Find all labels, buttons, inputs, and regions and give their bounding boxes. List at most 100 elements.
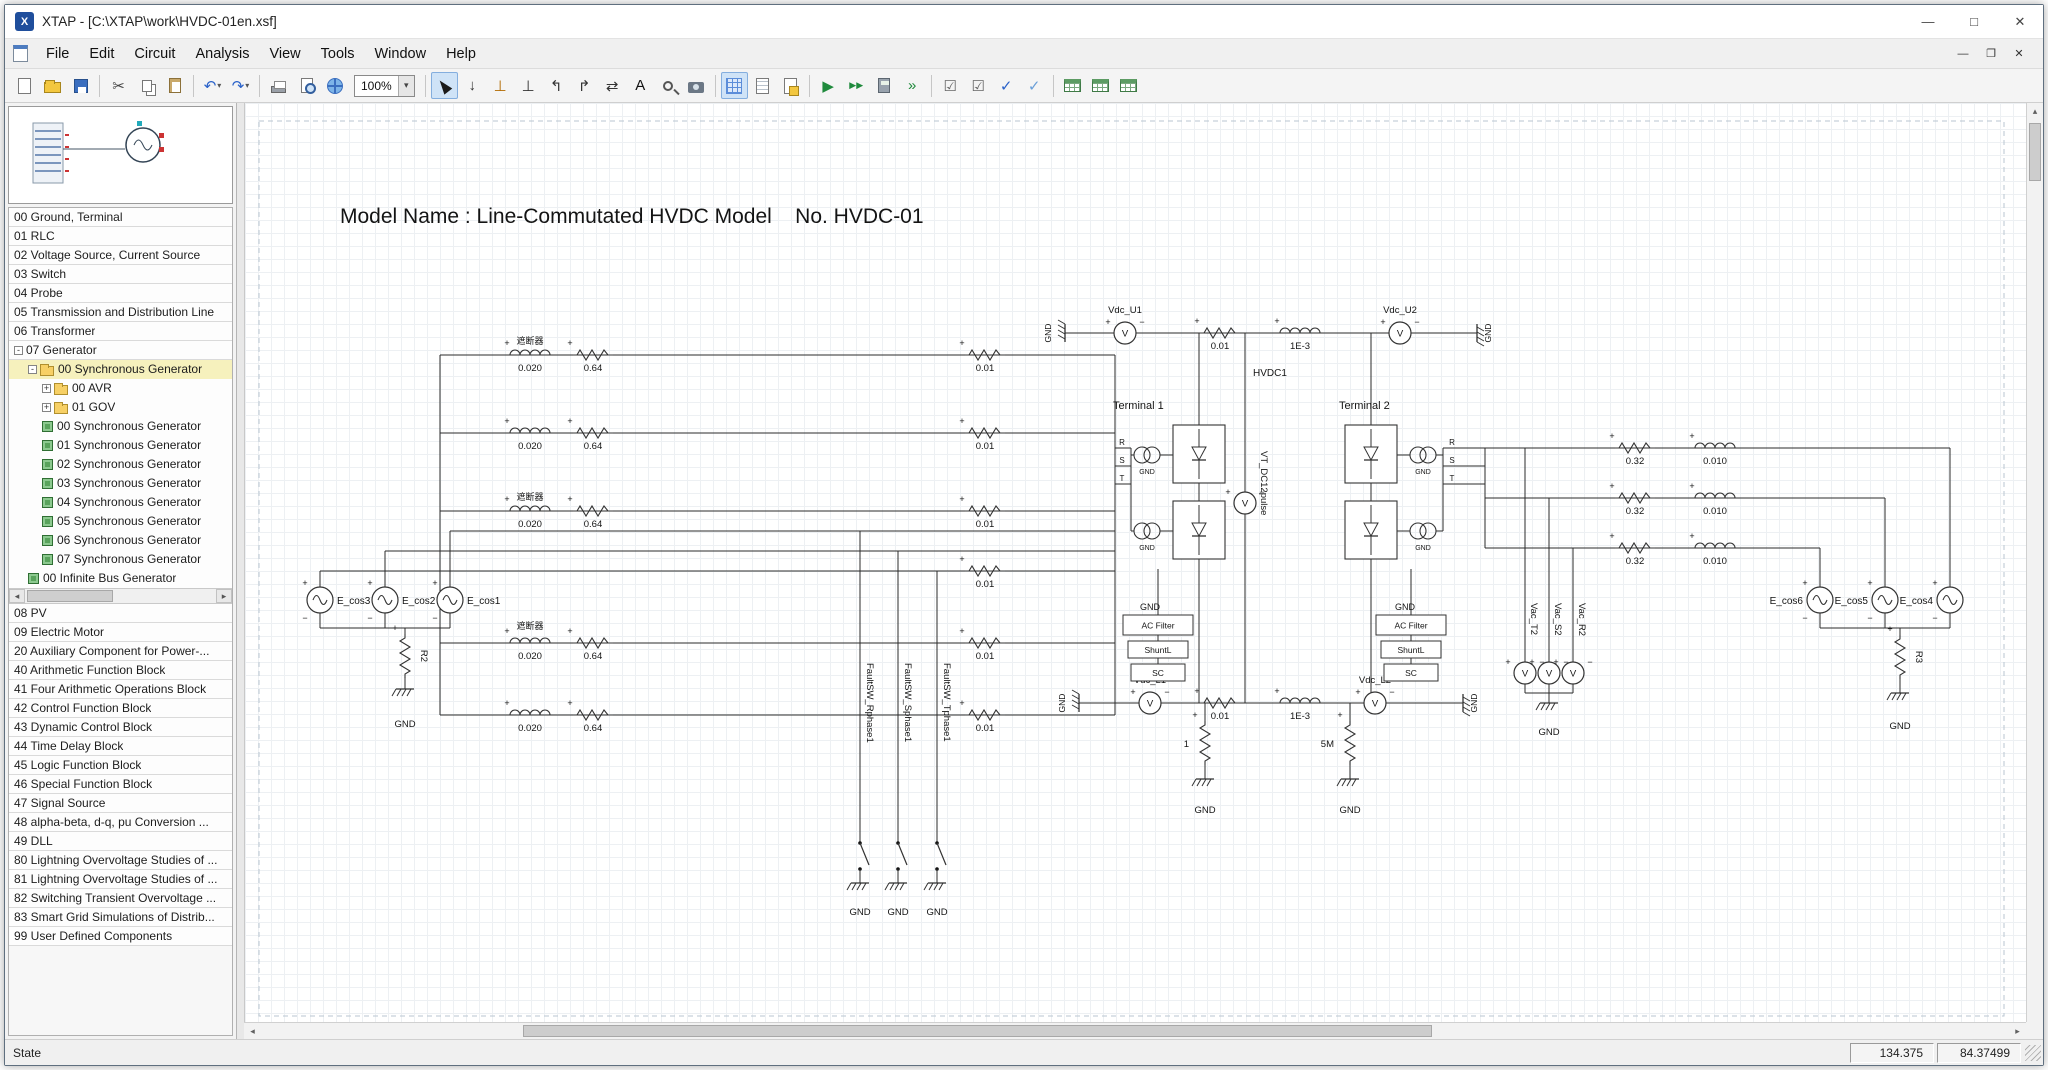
gnd-symbol[interactable] [924,871,946,890]
coil_h-symbol[interactable]: +0.010 [1689,531,1735,567]
res_h-symbol[interactable]: +0.01 [1194,316,1240,352]
maximize-button[interactable]: □ [1951,5,1997,38]
tree-item[interactable]: 05 Transmission and Distribution Line [9,303,232,322]
sw-symbol[interactable] [858,841,869,881]
tree-item[interactable]: 04 Probe [9,284,232,303]
tree-item[interactable]: -07 Generator [9,341,232,360]
vsrc-symbol[interactable]: +−E_cos2 [367,578,435,623]
tree-item[interactable]: 42 Control Function Block [9,699,232,718]
copy-icon[interactable] [133,72,160,99]
check-case-icon[interactable]: ☑ [937,72,964,99]
mdi-restore-button[interactable]: ❐ [1979,44,2003,64]
gnd-symbol[interactable] [1192,767,1214,786]
calc-icon[interactable] [871,72,898,99]
gnd-symbol[interactable] [1465,324,1484,346]
tree-item[interactable]: 46 Special Function Block [9,775,232,794]
zoom-select[interactable]: 100%▾ [354,75,415,97]
sw-symbol[interactable] [935,841,946,881]
xfmr-symbol[interactable] [1410,447,1436,463]
sw-symbol[interactable] [896,841,907,881]
branch-left-tool-icon[interactable]: ↰ [543,72,570,99]
undo-icon[interactable]: ↶▾ [199,72,226,99]
cut-icon[interactable]: ✂ [105,72,132,99]
menu-view[interactable]: View [259,39,310,68]
box-symbol[interactable]: ShuntL [1128,641,1188,658]
tree-item[interactable]: 41 Four Arithmetic Operations Block [9,680,232,699]
box-symbol[interactable]: SC [1131,664,1185,681]
tree-item[interactable]: 01 Synchronous Generator [9,436,232,455]
tree-item[interactable]: 99 User Defined Components [9,927,232,946]
vsrc-symbol[interactable]: +−E_cos6 [1770,578,1833,623]
sidebar-horizontal-scrollbar[interactable]: ◂ ▸ [9,588,232,604]
res_v-symbol[interactable]: + [1192,710,1210,765]
gnd-symbol[interactable] [1058,320,1077,342]
gnd-symbol[interactable] [1887,681,1909,700]
menu-file[interactable]: File [36,39,79,68]
tree-item[interactable]: 83 Smart Grid Simulations of Distrib... [9,908,232,927]
close-button[interactable]: ✕ [1997,5,2043,38]
menu-edit[interactable]: Edit [79,39,124,68]
vscrollbar-thumb[interactable] [2029,123,2041,181]
tree-item[interactable]: 00 Synchronous Generator [9,417,232,436]
tree-item[interactable]: 02 Synchronous Generator [9,455,232,474]
coil_h-symbol[interactable]: +0.020 [504,416,550,452]
text-tool-icon[interactable]: A [627,72,654,99]
grid-toggle-icon[interactable] [721,72,748,99]
tree-item[interactable]: 01 RLC [9,227,232,246]
coil_h-symbol[interactable]: +1E-3 [1274,316,1320,352]
collapse-icon[interactable]: - [14,346,23,355]
search-icon[interactable] [655,72,682,99]
vsrc-symbol[interactable]: +−E_cos5 [1835,578,1898,623]
sheet-icon[interactable] [749,72,776,99]
tree-item[interactable]: 03 Synchronous Generator [9,474,232,493]
bridge-symbol[interactable] [1345,425,1397,483]
collapse-icon[interactable]: - [28,365,37,374]
res_v-symbol[interactable]: + [1887,624,1905,679]
new-icon[interactable] [11,72,38,99]
tree-item[interactable]: 43 Dynamic Control Block [9,718,232,737]
menu-window[interactable]: Window [365,39,437,68]
paste-icon[interactable] [161,72,188,99]
verify-icon[interactable]: ✓ [993,72,1020,99]
hscrollbar-thumb[interactable] [523,1025,1432,1037]
scroll-left-icon[interactable]: ◂ [244,1023,261,1040]
check-case2-icon[interactable]: ☑ [965,72,992,99]
mdi-close-button[interactable]: ✕ [2007,44,2031,64]
fast-run-icon[interactable]: » [899,72,926,99]
tree-item[interactable]: 00 Ground, Terminal [9,208,232,227]
zoom-dropdown-icon[interactable]: ▾ [398,76,414,96]
tree-item[interactable]: 48 alpha-beta, d-q, pu Conversion ... [9,813,232,832]
res_h-symbol[interactable]: +0.64 [567,416,613,452]
res_h-symbol[interactable]: +0.32 [1609,481,1655,517]
menu-tools[interactable]: Tools [311,39,365,68]
mdi-minimize-button[interactable]: — [1951,44,1975,64]
tree-item[interactable]: 02 Voltage Source, Current Source [9,246,232,265]
gnd-symbol[interactable] [1072,690,1091,712]
run-all-icon[interactable]: ▶▶ [843,72,870,99]
res_v-symbol[interactable]: + [392,623,410,678]
branch-right-tool-icon[interactable]: ↱ [571,72,598,99]
scroll-right-icon[interactable]: ▸ [2009,1023,2026,1040]
res_h-symbol[interactable]: +0.32 [1609,531,1655,567]
coil_h-symbol[interactable]: +0.020 [504,698,550,734]
xfmr-symbol[interactable] [1134,447,1160,463]
menu-help[interactable]: Help [436,39,486,68]
res_h-symbol[interactable]: +0.64 [567,698,613,734]
wire-tool-icon[interactable]: ⇄ [599,72,626,99]
tree-item[interactable]: 44 Time Delay Block [9,737,232,756]
gnd-symbol[interactable] [1536,691,1558,710]
table3-icon[interactable] [1115,72,1142,99]
res_h-symbol[interactable]: +0.01 [959,626,1005,662]
print-icon[interactable] [265,72,292,99]
save-icon[interactable] [67,72,94,99]
tree-item[interactable]: 20 Auxiliary Component for Power-... [9,642,232,661]
tree-item[interactable]: 82 Switching Transient Overvoltage ... [9,889,232,908]
tree-item[interactable]: 04 Synchronous Generator [9,493,232,512]
res_h-symbol[interactable]: +0.01 [959,416,1005,452]
tree-item[interactable]: 06 Transformer [9,322,232,341]
tree-item[interactable]: 06 Synchronous Generator [9,531,232,550]
box-symbol[interactable]: AC Filter [1123,615,1193,635]
menu-analysis[interactable]: Analysis [185,39,259,68]
menu-circuit[interactable]: Circuit [124,39,185,68]
bridge-symbol[interactable] [1173,425,1225,483]
